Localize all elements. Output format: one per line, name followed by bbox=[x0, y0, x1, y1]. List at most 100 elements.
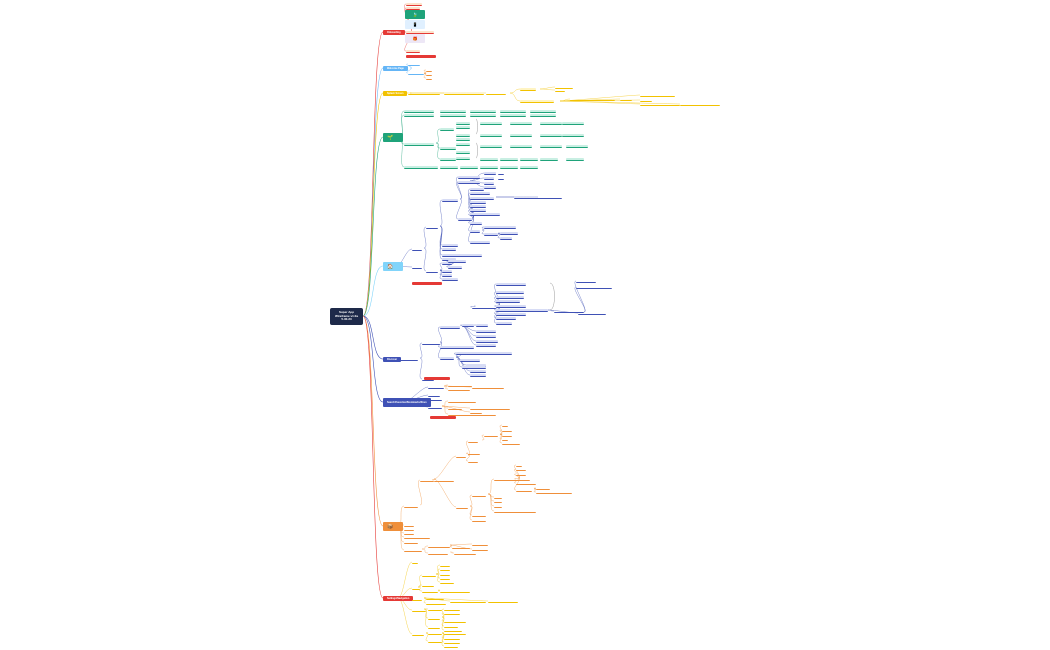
leaf-node[interactable] bbox=[472, 514, 486, 517]
leaf-node[interactable] bbox=[412, 587, 420, 590]
leaf-node[interactable] bbox=[555, 89, 565, 92]
leaf-node[interactable] bbox=[480, 122, 502, 125]
leaf-node[interactable] bbox=[456, 122, 470, 125]
leaf-node[interactable] bbox=[470, 205, 486, 208]
leaf-node[interactable] bbox=[406, 3, 422, 6]
leaf-node[interactable] bbox=[456, 352, 470, 355]
leaf-node[interactable] bbox=[408, 72, 424, 75]
leaf-node[interactable] bbox=[516, 473, 526, 476]
branch-onboarding[interactable]: Onboarding bbox=[383, 30, 405, 35]
leaf-node[interactable] bbox=[404, 524, 414, 527]
leaf-node[interactable] bbox=[448, 407, 462, 410]
leaf-node[interactable] bbox=[426, 77, 432, 80]
leaf-node[interactable] bbox=[470, 407, 510, 410]
leaf-node[interactable] bbox=[428, 394, 440, 397]
leaf-node[interactable] bbox=[468, 460, 478, 463]
leaf-node[interactable] bbox=[494, 500, 502, 503]
leaf-node[interactable] bbox=[570, 98, 615, 101]
branch-home[interactable]: 🏠 bbox=[383, 262, 403, 271]
leaf-node[interactable] bbox=[488, 600, 518, 603]
onboarding-tile-lilac[interactable]: 🎁 bbox=[405, 34, 425, 43]
leaf-node[interactable] bbox=[422, 574, 436, 577]
leaf-node[interactable] bbox=[442, 262, 452, 265]
leaf-node[interactable] bbox=[420, 479, 434, 482]
leaf-node[interactable] bbox=[440, 568, 450, 571]
leaf-node[interactable] bbox=[404, 528, 414, 531]
leaf-node[interactable] bbox=[502, 429, 512, 432]
leaf-node[interactable] bbox=[516, 489, 532, 492]
branch-green[interactable]: 🌱 bbox=[383, 133, 403, 142]
leaf-node[interactable] bbox=[486, 92, 506, 95]
leaf-node[interactable] bbox=[476, 335, 496, 338]
leaf-node[interactable] bbox=[500, 166, 518, 169]
leaf-node[interactable] bbox=[440, 564, 450, 567]
leaf-node[interactable] bbox=[444, 608, 460, 611]
leaf-node[interactable] bbox=[500, 232, 518, 235]
leaf-node[interactable] bbox=[448, 266, 462, 269]
leaf-node[interactable] bbox=[426, 597, 444, 600]
leaf-node[interactable] bbox=[462, 324, 474, 327]
leaf-node[interactable] bbox=[440, 577, 450, 580]
leaf-node[interactable] bbox=[450, 600, 486, 603]
leaf-node[interactable] bbox=[442, 244, 458, 247]
leaf-node[interactable] bbox=[452, 546, 470, 549]
leaf-node[interactable] bbox=[470, 209, 486, 212]
leaf-node[interactable] bbox=[458, 218, 472, 221]
leaf-node[interactable] bbox=[448, 260, 466, 263]
leaf-node[interactable] bbox=[470, 374, 486, 377]
leaf-node[interactable] bbox=[456, 143, 470, 146]
leaf-node[interactable] bbox=[494, 496, 502, 499]
leaf-node[interactable] bbox=[404, 541, 418, 544]
leaf-node[interactable] bbox=[576, 286, 612, 289]
leaf-node[interactable] bbox=[444, 620, 466, 623]
leaf-node[interactable] bbox=[440, 110, 466, 113]
leaf-node[interactable] bbox=[440, 166, 458, 169]
leaf-node[interactable] bbox=[502, 442, 520, 445]
leaf-node[interactable] bbox=[470, 192, 490, 195]
leaf-node[interactable] bbox=[440, 326, 460, 329]
onboarding-tile-green[interactable]: 🍃 bbox=[405, 10, 425, 19]
leaf-node[interactable] bbox=[470, 241, 490, 244]
leaf-node[interactable] bbox=[520, 158, 538, 161]
leaf-node[interactable] bbox=[472, 543, 488, 546]
leaf-node[interactable] bbox=[530, 114, 556, 117]
leaf-node[interactable] bbox=[566, 145, 588, 148]
leaf-node[interactable] bbox=[456, 138, 470, 141]
leaf-node[interactable] bbox=[404, 143, 434, 146]
leaf-node[interactable] bbox=[444, 612, 460, 615]
leaf-node[interactable] bbox=[428, 406, 442, 409]
leaf-node[interactable] bbox=[480, 158, 498, 161]
leaf-node[interactable] bbox=[448, 400, 476, 403]
leaf-node[interactable] bbox=[496, 283, 526, 286]
leaf-node[interactable] bbox=[496, 296, 524, 299]
leaf-node[interactable] bbox=[470, 222, 482, 225]
root-node[interactable]: Super App Wireframe v1.0a 5-30-23 bbox=[330, 308, 363, 325]
leaf-node[interactable] bbox=[406, 50, 420, 53]
leaf-node[interactable] bbox=[440, 357, 454, 360]
branch-search[interactable]: Search/Favorites/Bookmarks/Store bbox=[383, 398, 431, 407]
leaf-node[interactable] bbox=[440, 573, 450, 576]
leaf-node[interactable] bbox=[472, 306, 496, 309]
leaf-node[interactable] bbox=[516, 468, 526, 471]
leaf-node[interactable] bbox=[404, 536, 430, 539]
leaf-node[interactable] bbox=[460, 166, 478, 169]
leaf-node[interactable] bbox=[456, 506, 468, 509]
leaf-node[interactable] bbox=[496, 291, 524, 294]
leaf-node[interactable] bbox=[540, 158, 558, 161]
leaf-node[interactable] bbox=[498, 177, 504, 180]
leaf-node[interactable] bbox=[404, 505, 418, 508]
leaf-node[interactable] bbox=[510, 134, 532, 137]
leaf-node[interactable] bbox=[470, 197, 494, 200]
leaf-node[interactable] bbox=[404, 549, 422, 552]
leaf-node[interactable] bbox=[412, 266, 422, 269]
leaf-node[interactable] bbox=[484, 177, 494, 180]
leaf-node[interactable] bbox=[460, 359, 480, 362]
leaf-node[interactable] bbox=[426, 69, 432, 72]
leaf-node[interactable] bbox=[440, 346, 474, 349]
leaf-node[interactable] bbox=[516, 482, 536, 485]
leaf-node[interactable] bbox=[540, 122, 562, 125]
leaf-node[interactable] bbox=[458, 181, 480, 184]
leaf-node[interactable] bbox=[408, 92, 440, 95]
leaf-node[interactable] bbox=[442, 274, 452, 277]
leaf-node[interactable] bbox=[640, 94, 675, 97]
